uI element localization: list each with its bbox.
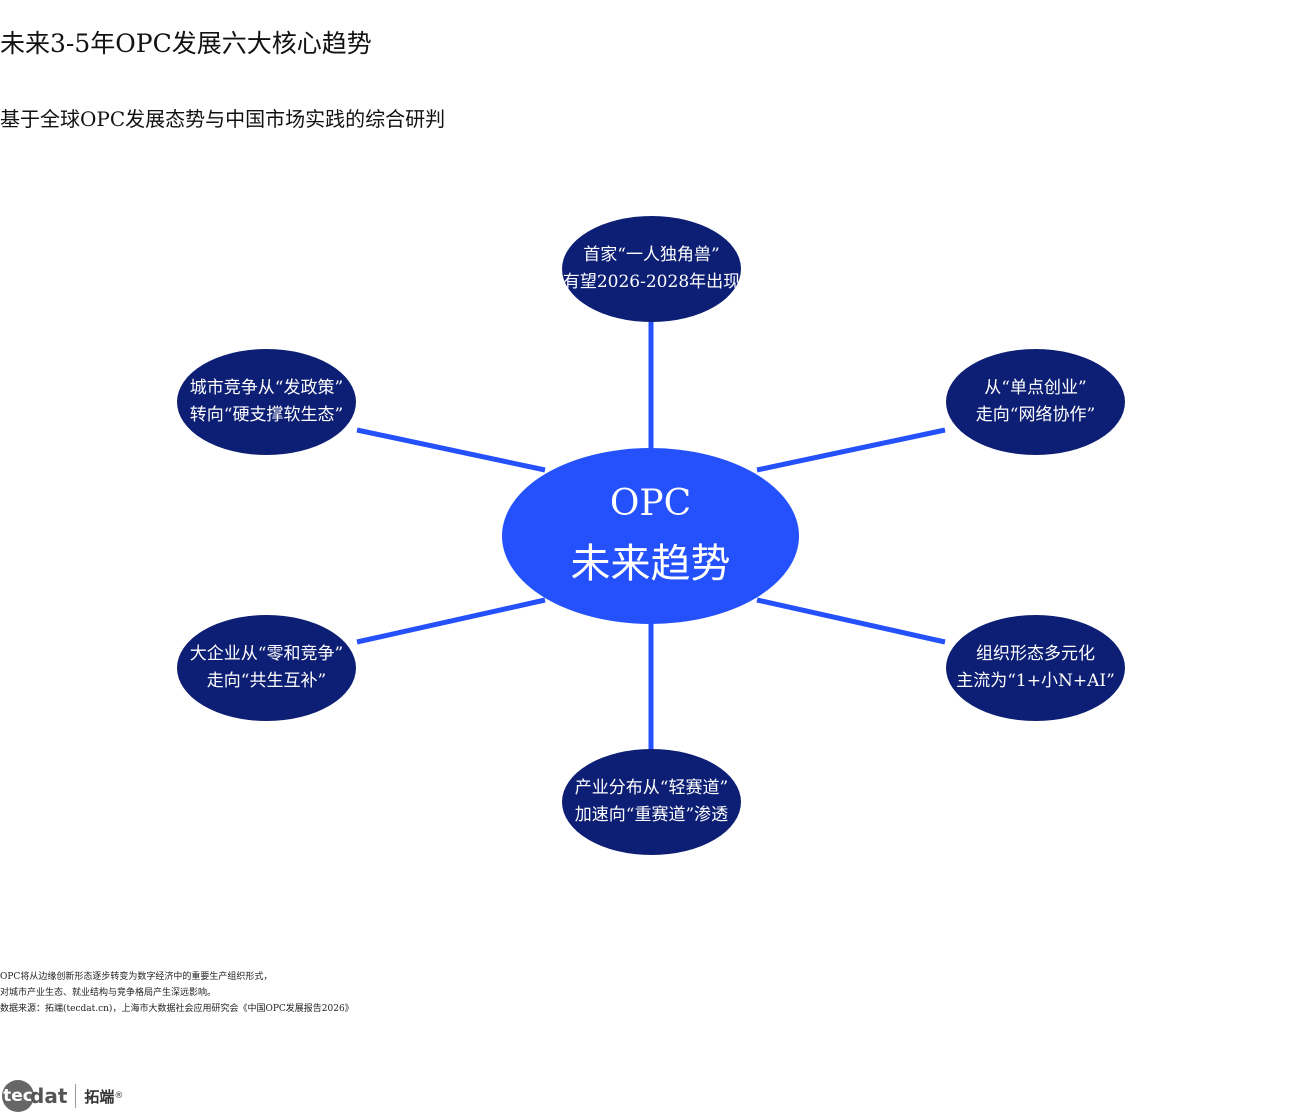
trend-node-line-1: 首家“一人独角兽” [583,245,720,265]
page-title: 未来3-5年OPC发展六大核心趋势 [0,29,372,58]
page-subtitle: 基于全球OPC发展态势与中国市场实践的综合研判 [0,107,446,131]
trend-node-line-1: 产业分布从“轻赛道” [574,778,729,798]
trend-node-line-2: 走向“共生互补” [206,671,327,691]
trend-node-organization: 组织形态多元化 主流为“1+小N+AI” [946,615,1125,721]
footnotes: OPC将从边缘创新形态逐步转变为数字经济中的重要生产组织形式， 对城市产业生态、… [0,969,354,1017]
footnote-line: OPC将从边缘创新形态逐步转变为数字经济中的重要生产组织形式， [0,972,273,982]
logo-circle-icon: tec [2,1080,34,1112]
trend-node-unicorn: 首家“一人独角兽” 有望2026-2028年出现 [562,216,741,322]
connector-top-left [356,427,546,473]
data-source: 数据来源：拓端(tecdat.cn)，上海市大数据社会应用研究会《中国OPC发展… [0,1004,354,1014]
trend-node-enterprise: 大企业从“零和竞争” 走向“共生互补” [177,615,356,721]
connector-bottom-left [356,597,546,645]
trend-node-line-1: 组织形态多元化 [976,644,1095,664]
trend-node-line-2: 主流为“1+小N+AI” [956,671,1115,691]
logo-mark-text: dat [30,1084,68,1108]
footnote-line: 对城市产业生态、就业结构与竞争格局产生深远影响。 [0,988,217,998]
center-label-opc: OPC [609,483,692,524]
trend-node-line-2: 有望2026-2028年出现 [562,272,741,292]
trend-node-line-1: 从“单点创业” [984,378,1087,398]
tecdat-logo: tec dat 拓端 ® [2,1078,123,1114]
registered-mark: ® [114,1091,124,1101]
trend-node-line-2: 转向“硬支撑软生态” [189,405,344,425]
trend-node-line-1: 大企业从“零和竞争” [189,644,344,664]
connector-top-right [756,427,946,473]
logo-cn-text: 拓端 [84,1087,115,1106]
logo-divider [75,1084,77,1108]
logo-mark: tec dat [2,1080,67,1112]
trend-node-network: 从“单点创业” 走向“网络协作” [946,349,1125,455]
trend-node-line-2: 走向“网络协作” [975,405,1096,425]
connector-bottom-right [756,597,946,645]
center-hub: OPC 未来趋势 [502,448,799,624]
center-label-trend: 未来趋势 [570,541,731,587]
trend-node-line-1: 城市竞争从“发政策” [189,378,344,398]
trend-node-industry: 产业分布从“轻赛道” 加速向“重赛道”渗透 [562,749,741,855]
trend-node-line-2: 加速向“重赛道”渗透 [574,805,729,825]
trend-node-city: 城市竞争从“发政策” 转向“硬支撑软生态” [177,349,356,455]
